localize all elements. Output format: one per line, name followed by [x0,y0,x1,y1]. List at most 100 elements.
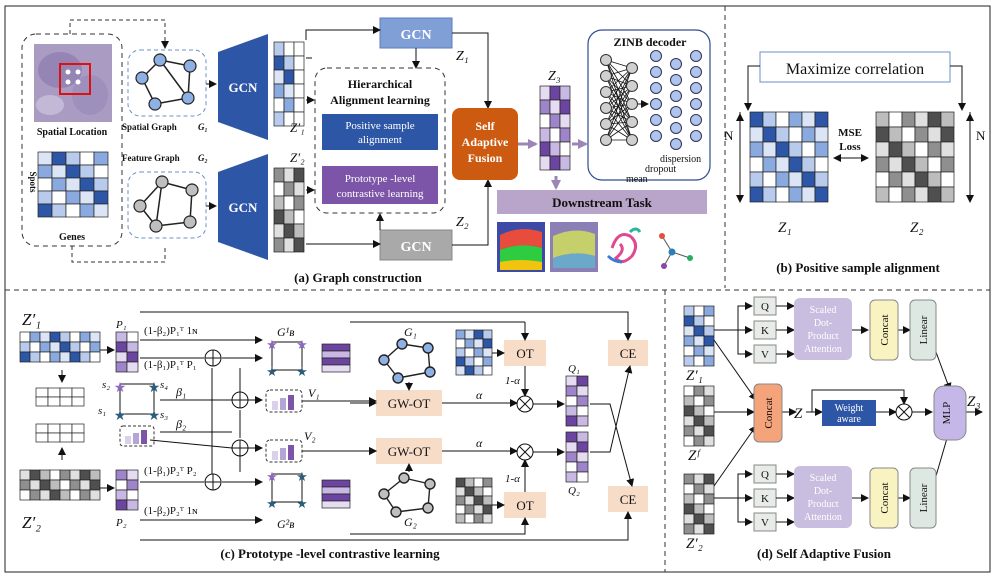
spatial-graph-nodes [135,53,197,111]
grid-cell [455,477,466,488]
grid-cell [875,171,890,188]
grid-cell [321,486,351,495]
grid-cell [71,423,85,434]
grid-cell [79,164,95,179]
grid-cell [775,186,790,203]
grid-cell [875,186,890,203]
grid-cell [703,473,715,485]
grid-cell [693,395,705,407]
grid-cell [565,415,578,427]
grid-cell [79,479,91,491]
grid-cell [115,469,128,481]
grid-cell [683,325,695,337]
gb2-label: G²ʙ [277,517,294,531]
zinb-node [626,116,638,128]
attn-top-2: Dot- [814,318,832,329]
grid-cell [293,209,305,225]
zinb-output-node [670,106,682,118]
grid-cell [693,425,705,437]
mse-label-1: MSE [838,127,862,139]
grid-cell [683,405,695,417]
p1-label: P₁ [115,319,127,331]
attn-top-1: Scaled [810,305,837,316]
grid-cell [455,495,466,506]
grid-cell [683,435,695,447]
grid-cell [814,141,829,158]
grid-cell [549,127,561,143]
grid-cell [49,469,61,481]
grid-cell [482,365,493,376]
grid-cell [115,351,128,363]
d-embedding-z2 [683,473,715,535]
grid-cell [693,523,705,535]
grid-cell [473,329,484,340]
feature-graph-label: Feature Graph [122,153,180,163]
svg-text:★: ★ [296,497,308,512]
grid-cell [801,126,816,143]
grid-cell [71,396,85,407]
grid-cell [37,190,53,205]
zinb-node [626,80,638,92]
matrix-z2 [875,111,955,203]
grid-cell [703,483,715,495]
grid-cell [559,127,571,143]
grid-cell [693,385,705,397]
grid-cell [565,451,578,463]
grid-cell [693,415,705,427]
grid-cell [801,111,816,128]
grid-cell [49,331,61,343]
grid-cell [762,141,777,158]
grid-cell [788,171,803,188]
grid-cell [703,415,715,427]
grid-cell [59,423,73,434]
grid-cell [749,126,764,143]
grid-cell [79,331,91,343]
grid-cell [693,355,705,367]
zinb-output-node [650,98,662,110]
gcn-decoder-top-label: GCN [400,28,431,43]
grid-cell [115,479,128,491]
grid-cell [482,504,493,515]
attention-top [794,298,852,360]
grid-cell [473,495,484,506]
grid-cell [703,355,715,367]
attn-top-4: Attention [804,344,842,355]
grid-cell [539,141,551,157]
zinb-output-node [690,66,702,78]
c-z1-prime: Z′₁ [22,310,41,329]
grid-cell [79,351,91,363]
zinb-node [600,86,612,98]
grid-cell [576,375,589,387]
grid-cell [482,477,493,488]
grid-cell [49,351,61,363]
grid-cell [775,111,790,128]
fusion-line3: Fusion [468,151,503,165]
grid-cell [693,305,705,317]
grid-cell [37,164,53,179]
grid-cell [464,356,475,367]
grid-cell [683,513,695,525]
spot-selection-box [59,63,91,95]
grid-cell [683,473,695,485]
z1-prime-label: Z′₁ [290,120,305,135]
grid-cell [775,156,790,173]
fusion-line1: Self [475,119,495,133]
grid-cell [126,341,139,353]
grid-cell [703,425,715,437]
grid-cell [37,177,53,192]
prototype-bar [119,425,155,447]
self-adaptive-fusion-box [452,108,518,180]
grid-cell [19,489,31,501]
grid-cell [89,331,101,343]
attn-bot-3: Product [807,499,838,510]
zinb-output-node [650,50,662,62]
grid-cell [293,55,305,71]
svg-text:★: ★ [296,365,308,380]
grid-cell [482,486,493,497]
gw-ot-bottom [376,438,442,464]
svg-text:★: ★ [148,380,161,396]
grid-cell [293,69,305,85]
grid-cell [69,489,81,501]
grid-cell [93,190,109,205]
grid-cell [455,347,466,358]
